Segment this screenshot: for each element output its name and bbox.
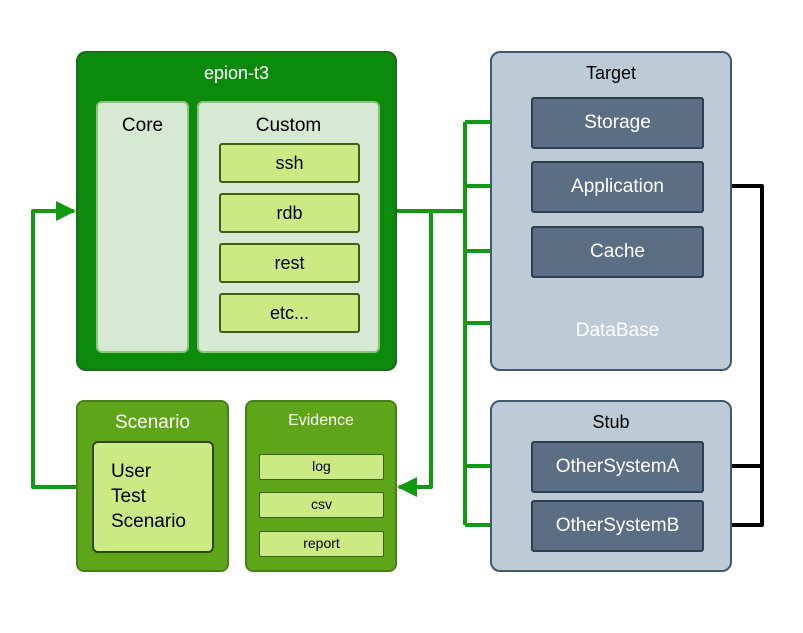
scenario-line: Test	[111, 486, 146, 507]
scenario-title: Scenario	[115, 412, 190, 433]
stub-item-othersystema: OtherSystemA	[531, 441, 704, 493]
evidence-container: Evidence log csv report	[245, 400, 397, 572]
scenario-line: User	[111, 461, 152, 482]
scenario-to-epion-arrow	[31, 201, 78, 489]
target-title: Target	[585, 63, 637, 83]
core-title: Core	[121, 115, 164, 136]
target-item-database-label: DataBase	[575, 320, 660, 341]
custom-item-etc: etc...	[219, 293, 360, 333]
target-item-application: Application	[531, 161, 704, 213]
target-item-storage: Storage	[531, 97, 704, 149]
custom-item-rdb: rdb	[219, 193, 360, 233]
target-container: Target Storage Application Cache DataBas…	[490, 51, 732, 371]
custom-title: Custom	[255, 115, 322, 136]
scenario-container: Scenario User Test Scenario	[76, 400, 229, 572]
stub-item-othersystemb: OtherSystemB	[531, 500, 704, 552]
stub-title: Stub	[592, 412, 630, 432]
custom-module: Custom ssh rdb rest etc...	[197, 101, 380, 353]
epion-to-evidence-arrow	[397, 209, 433, 497]
evidence-item-csv: csv	[259, 492, 384, 518]
target-item-cache: Cache	[531, 226, 704, 278]
evidence-item-log: log	[259, 454, 384, 480]
epion-t3-container: epion-t3 Core Custom ssh rdb rest etc...	[76, 51, 397, 371]
core-module: Core	[96, 101, 189, 353]
evidence-item-report: report	[259, 531, 384, 557]
custom-item-rest: rest	[219, 243, 360, 283]
custom-item-ssh: ssh	[219, 143, 360, 183]
stub-container: Stub OtherSystemA OtherSystemB	[490, 400, 732, 572]
epion-t3-title: epion-t3	[203, 63, 270, 83]
user-test-scenario-box: User Test Scenario	[92, 441, 214, 553]
evidence-title: Evidence	[288, 412, 354, 429]
application-to-othersystema-arrow	[703, 184, 764, 476]
scenario-line: Scenario	[111, 511, 186, 532]
